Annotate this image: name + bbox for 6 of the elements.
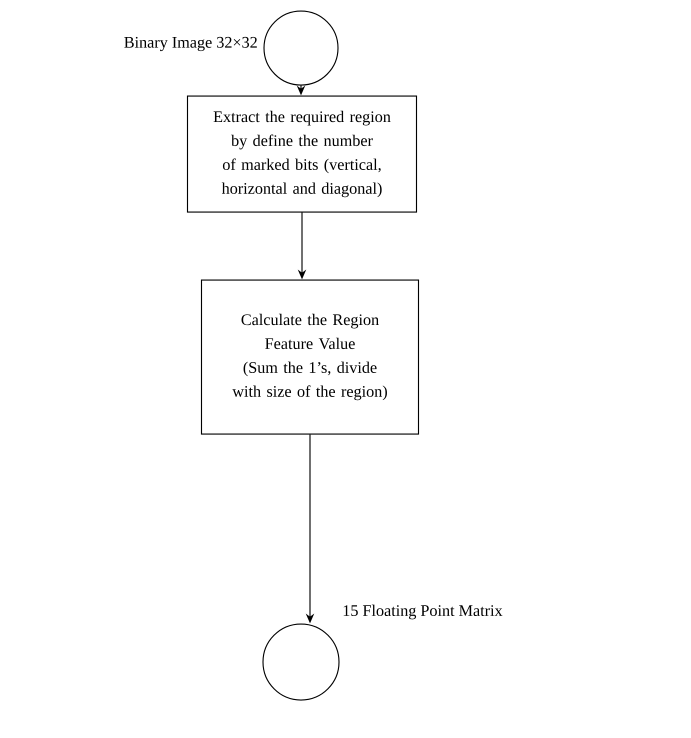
node-label: Binary Image 32×32 [124,36,257,52]
process-box: Extract the required region by define the number of marked bits (vertical, horizontal and diagonal) [186,95,418,213]
terminal-circle [262,623,340,701]
node-label: 15 Floating Point Matrix [344,604,502,620]
terminal-circle [263,10,339,86]
process-box: Calculate the Region Feature Value (Sum the 1’s, divide with size of the region) [200,279,420,435]
